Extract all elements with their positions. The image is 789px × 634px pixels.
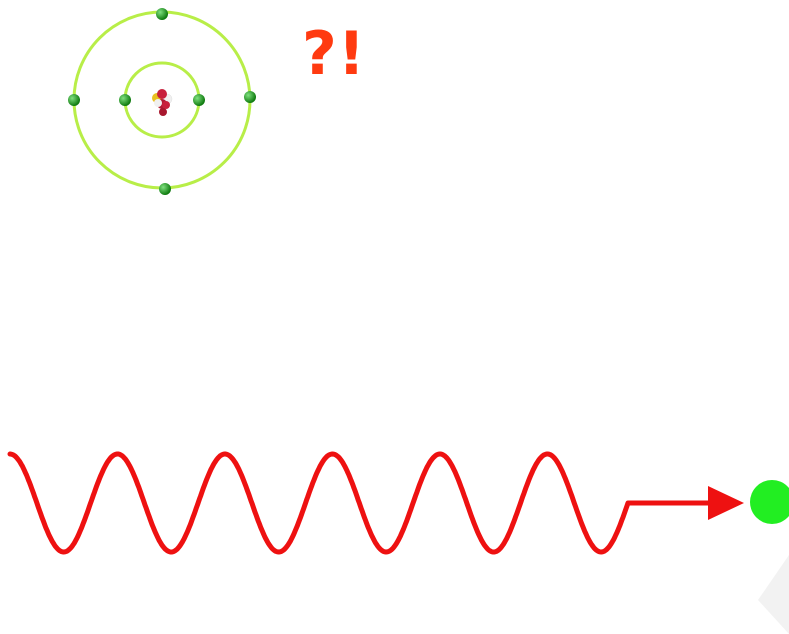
photon-arrow xyxy=(638,486,744,520)
background-artifact xyxy=(758,555,789,634)
nucleus xyxy=(152,89,172,116)
photon-wave xyxy=(10,454,638,552)
particle xyxy=(750,480,789,524)
atom-model xyxy=(68,8,256,195)
electron xyxy=(68,94,80,106)
electron xyxy=(244,91,256,103)
electron xyxy=(119,94,131,106)
electron xyxy=(193,94,205,106)
electron xyxy=(159,183,171,195)
question-exclamation-label: ?! xyxy=(302,24,366,84)
electron xyxy=(156,8,168,20)
